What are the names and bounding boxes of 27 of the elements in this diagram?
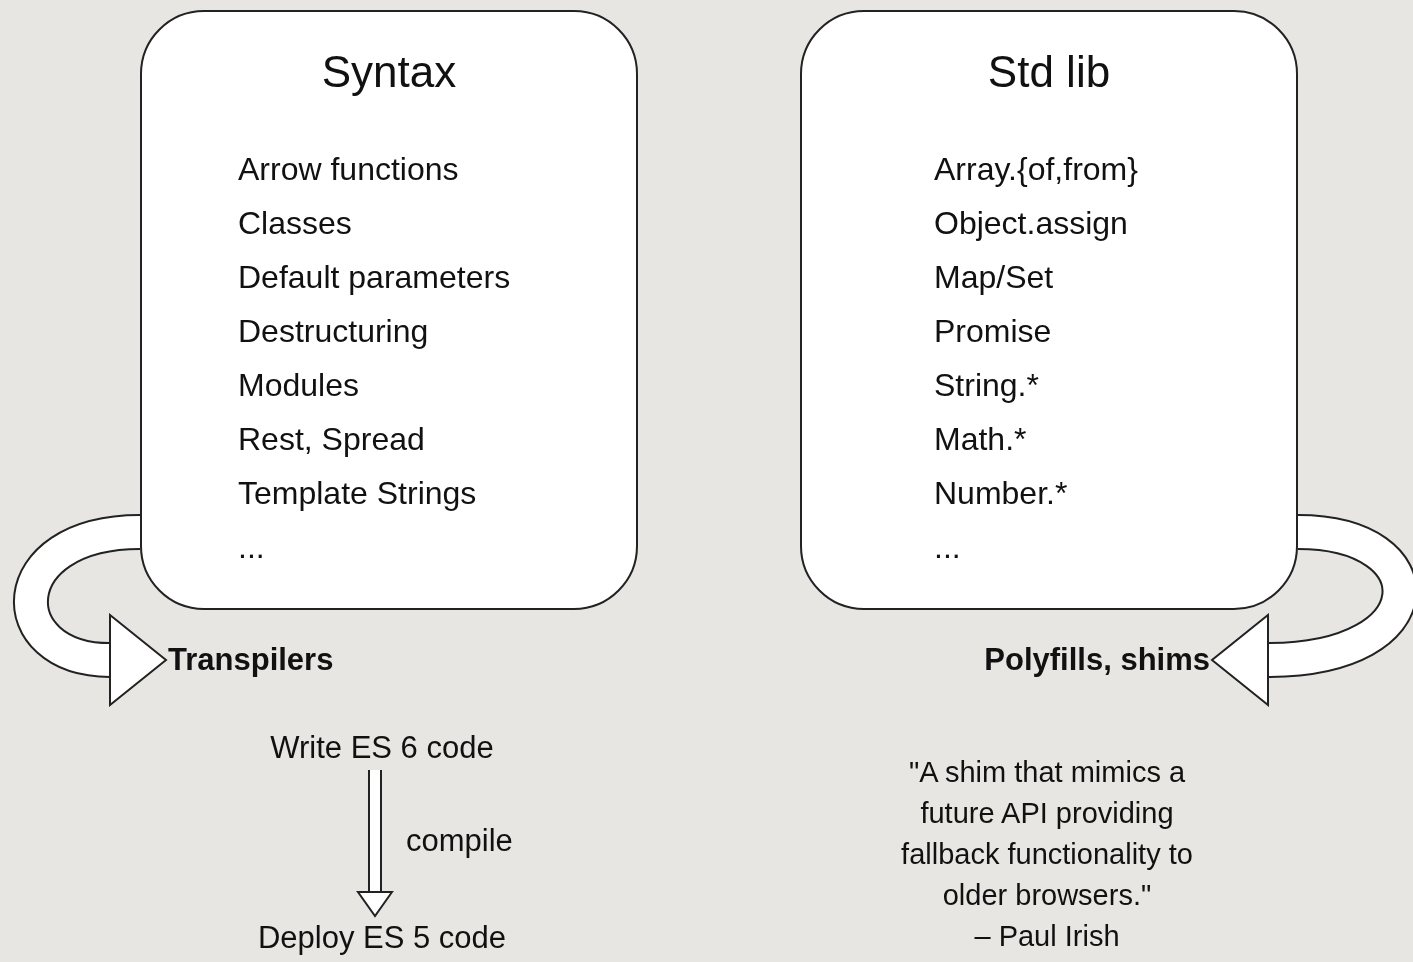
list-item: String.*	[934, 366, 1039, 405]
list-item: Modules	[238, 366, 359, 405]
list-item: Promise	[934, 312, 1052, 351]
card-heading: Syntax	[320, 46, 458, 98]
list-item: Rest, Spread	[238, 420, 425, 459]
list-item: Map/Set	[934, 258, 1054, 297]
card-heading: Std lib	[986, 46, 1112, 98]
quote-text: "A shim that mimics a future API providing fallback functionality to older browsers."	[900, 755, 1194, 913]
step-text: Write ES 6 code	[270, 728, 494, 768]
list-item: ...	[934, 528, 961, 567]
step-text: Deploy ES 5 code	[257, 918, 507, 958]
list-item: Classes	[238, 204, 352, 243]
list-item: Destructuring	[238, 312, 429, 351]
rounded-card	[800, 10, 1298, 610]
section-heading: Polyfills, shims	[984, 640, 1210, 680]
list-item: Number.*	[934, 474, 1068, 513]
list-item: Template Strings	[238, 474, 477, 513]
edge-label: compile	[406, 822, 513, 860]
list-item: Math.*	[934, 420, 1027, 459]
list-item: Arrow functions	[238, 150, 459, 189]
quote-attribution: – Paul Irish	[974, 919, 1120, 954]
section-heading: Transpilers	[168, 640, 334, 680]
list-item: Array.{of,from}	[934, 150, 1138, 189]
list-item: ...	[238, 528, 265, 567]
rounded-card	[140, 10, 638, 610]
list-item: Object.assign	[934, 204, 1128, 243]
list-item: Default parameters	[238, 258, 511, 297]
